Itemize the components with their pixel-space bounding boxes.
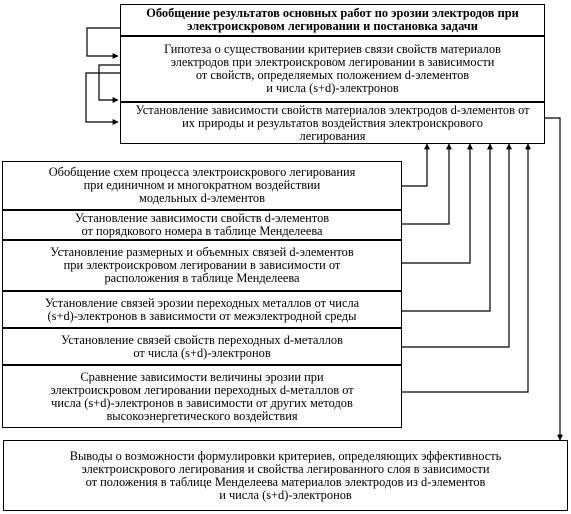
- stack-item-5: Установление связей свойств переходных d…: [2, 328, 402, 365]
- stack-item-text: Установление связей свойств переходных d…: [61, 332, 343, 360]
- feedback-loop-1: [86, 27, 120, 59]
- connector-to-conclusion: [545, 117, 563, 441]
- connector-4: [402, 143, 493, 312]
- summary-box: Обобщение результатов основных работ по …: [120, 4, 545, 36]
- stack-item-1: Обобщение схем процесса электроискрового…: [2, 161, 402, 210]
- connector-5: [402, 143, 512, 348]
- stack-item-2: Установление зависимости свойств d-элеме…: [2, 210, 402, 240]
- stack-item-6: Сравнение зависимости величины эрозии пр…: [2, 365, 402, 428]
- connector-2: [402, 143, 452, 225]
- connector-6: [402, 143, 531, 393]
- feedback-loop-2: [98, 64, 120, 103]
- dependency-text: Установление зависимости свойств материа…: [135, 102, 530, 143]
- dependency-box: Установление зависимости свойств материа…: [120, 102, 545, 144]
- connector-3: [402, 143, 473, 264]
- feedback-loop-3: [85, 72, 120, 125]
- conclusion-box: Выводы о возможности формулировки критер…: [3, 440, 568, 511]
- stack-item-text: Установление зависимости свойств d-элеме…: [74, 211, 330, 238]
- hypothesis-box: Гипотеза о существовании критериев связи…: [120, 36, 545, 102]
- stack-item-4: Установление связей эрозии переходных ме…: [2, 291, 402, 328]
- stack-item-text: Обобщение схем процесса электроискрового…: [48, 165, 356, 205]
- stack-item-3: Установление размерных и объемных связей…: [2, 240, 402, 291]
- stack-item-text: Установление размерных и объемных связей…: [50, 245, 354, 285]
- connector-1: [402, 143, 430, 187]
- stack-item-text: Сравнение зависимости величины эрозии пр…: [50, 369, 354, 423]
- hypothesis-text: Гипотеза о существовании критериев связи…: [164, 42, 501, 95]
- summary-text: Обобщение результатов основных работ по …: [146, 6, 519, 33]
- conclusion-text: Выводы о возможности формулировки критер…: [69, 448, 502, 502]
- stack-item-text: Установление связей эрозии переходных ме…: [44, 295, 360, 323]
